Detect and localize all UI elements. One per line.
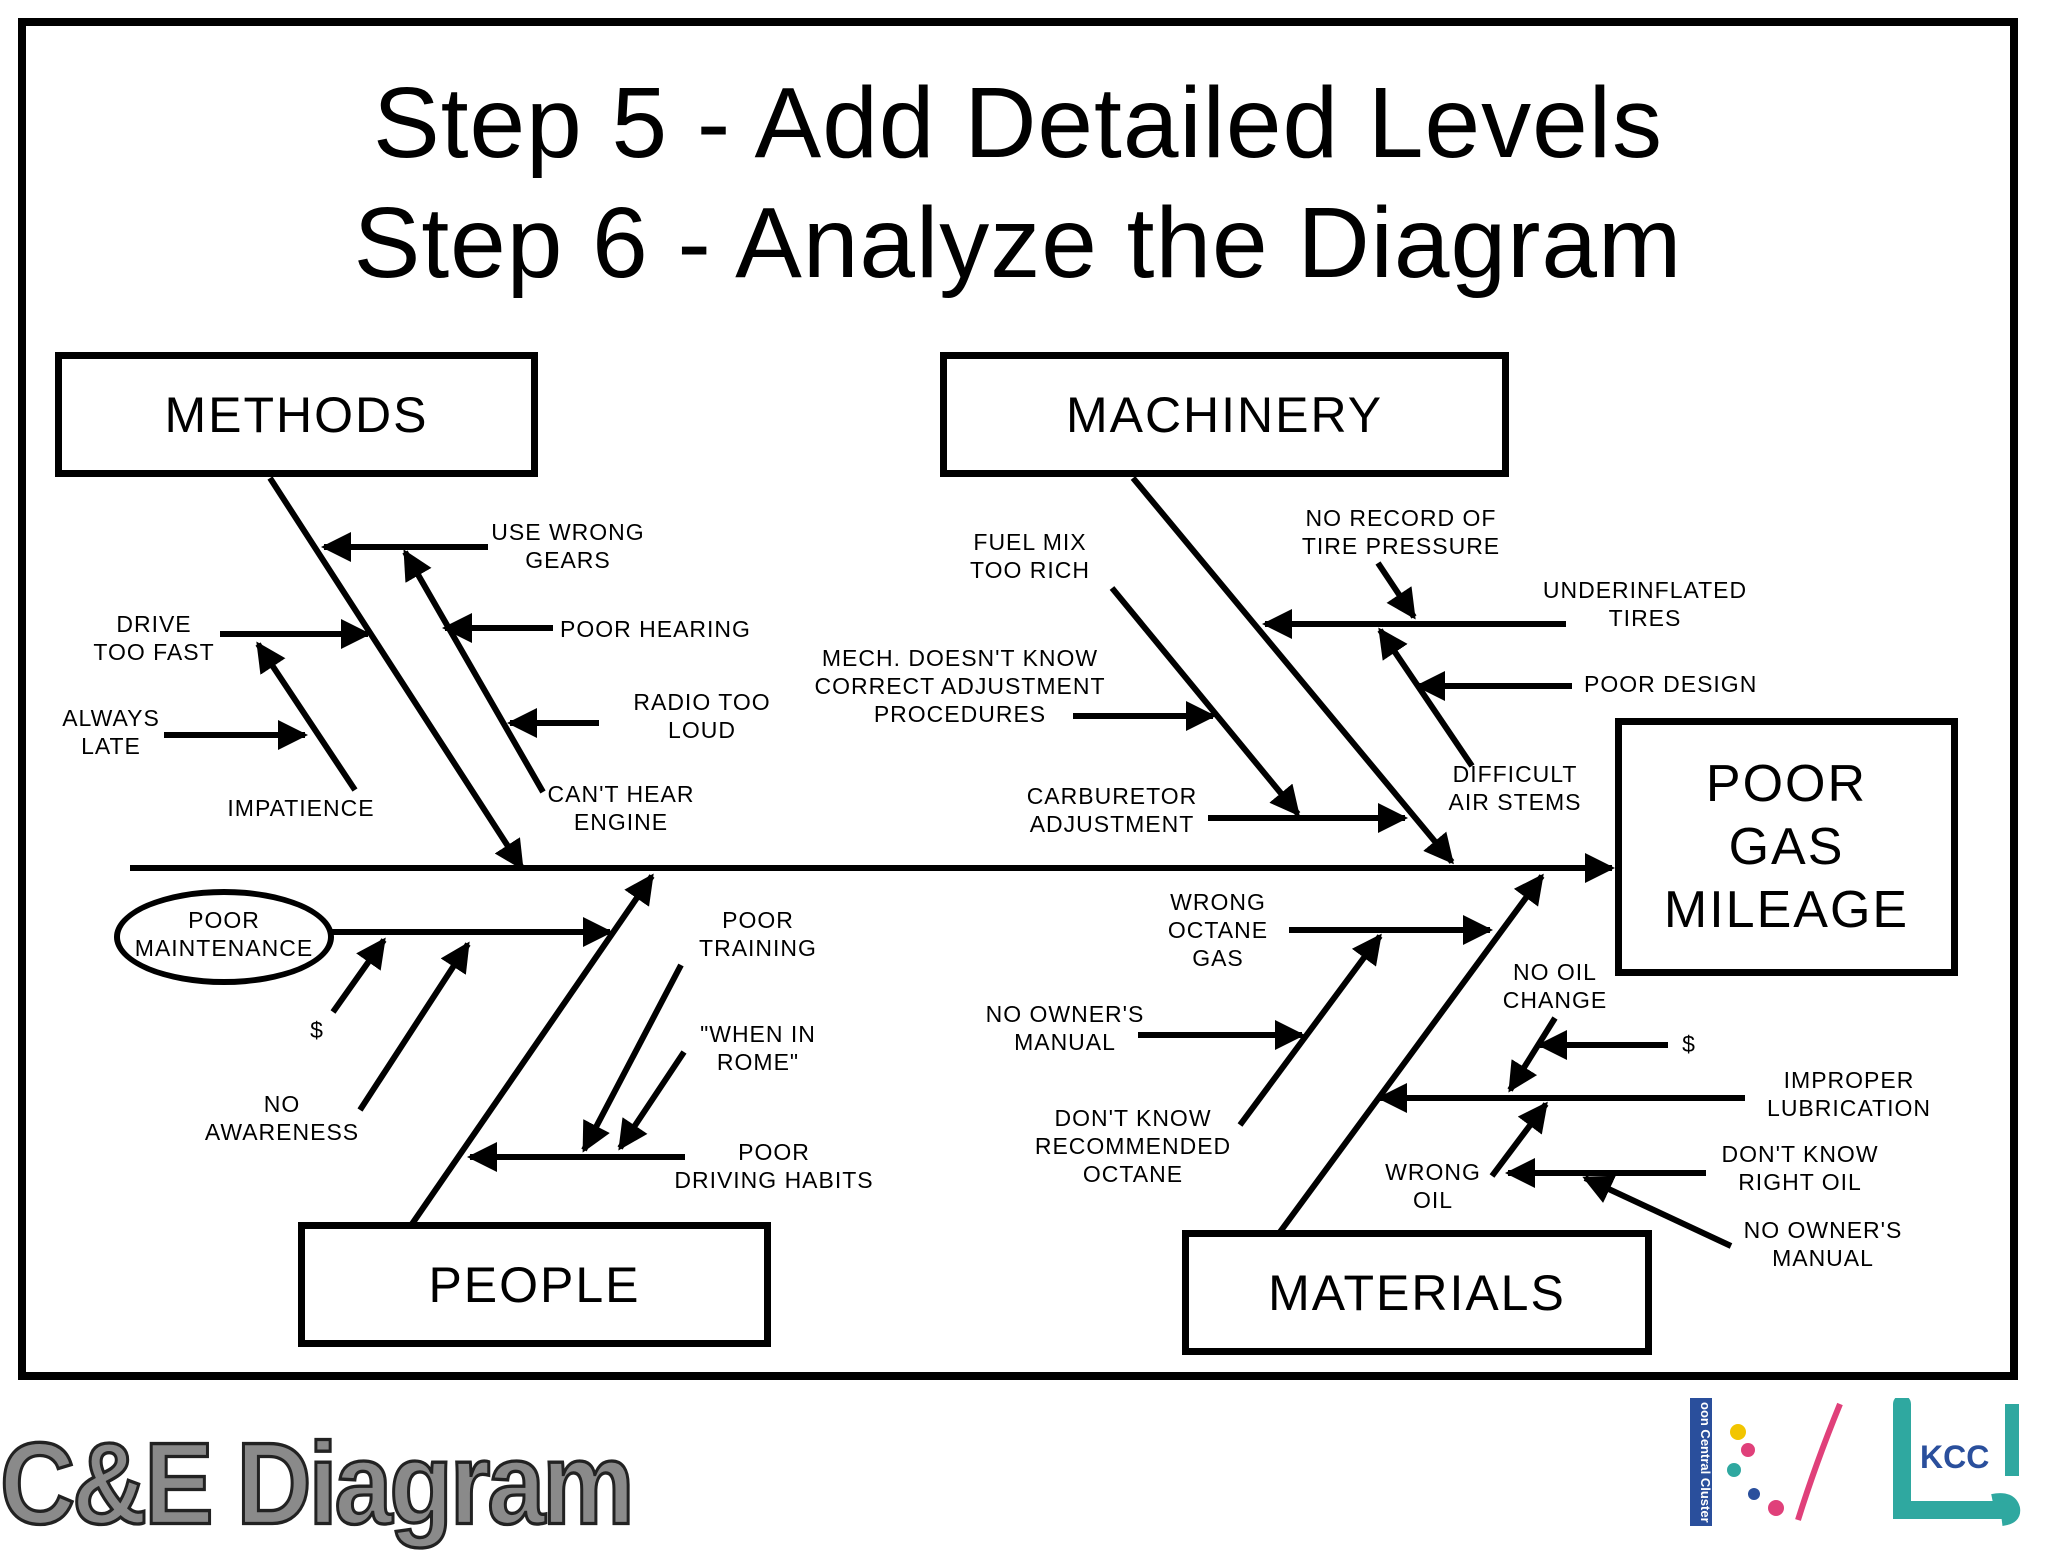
materials-bone [1277,873,1545,1234]
category-machinery: MACHINERY [940,352,1509,477]
footer-title: C&E Diagram [0,1417,636,1550]
dollar-arrow [330,937,387,1014]
slide-title-line-2: Step 6 - Analyze the Diagram [353,187,1683,299]
cause-dont-know-recommended: DON'T KNOW RECOMMENDED OCTANE [1034,1105,1232,1187]
cause-poor-design: POOR DESIGN [1584,671,1758,697]
cause-no-awareness: NO AWARENESS [204,1091,360,1145]
category-people-label: PEOPLE [428,1256,641,1313]
slide-frame [18,18,2018,1380]
cause-underinflated: UNDERINFLATED TIRES [1542,577,1748,631]
cause-wrong-oil: WRONG OIL [1385,1159,1481,1213]
poor-maintenance-highlight [114,889,334,985]
no-awareness-arrow [357,941,471,1112]
dont-know-recommended-bone [1237,933,1383,1127]
cause-poor-hearing: POOR HEARING [560,616,751,642]
cause-difficult-air-stems: DIFFICULT AIR STEMS [1448,761,1582,815]
cause-drive-too-fast: DRIVE TOO FAST [93,611,215,665]
cause-radio-too-loud: RADIO TOO LOUD [633,689,771,743]
kcc-logo: KCC [1892,1395,2032,1526]
slide-title-line-1: Step 5 - Add Detailed Levels [373,67,1663,179]
category-materials-label: MATERIALS [1268,1264,1566,1321]
cause-carburetor: CARBURETOR ADJUSTMENT [1026,783,1198,837]
cause-poor-maintenance: POOR MAINTENANCE [134,907,314,961]
cause-impatience: IMPATIENCE [227,795,375,821]
category-methods-label: METHODS [164,386,429,443]
cause-no-owners-manual-2: NO OWNER'S MANUAL [1743,1217,1903,1271]
cause-poor-driving-habits: POOR DRIVING HABITS [674,1139,874,1193]
cant-hear-engine-bone [402,549,546,794]
cause-wrong-octane-gas: WRONG OCTANE GAS [1167,889,1269,971]
effect-box: POOR GAS MILEAGE [1615,718,1958,976]
category-materials: MATERIALS [1182,1230,1652,1355]
no-oil-change-arrow [1507,1016,1558,1093]
category-machinery-label: MACHINERY [1065,386,1384,443]
difficult-air-stems-bone [1377,627,1475,768]
cause-dollar: $ [310,1017,324,1043]
effect-line-3: MILEAGE [1663,880,1910,939]
cause-improper-lubrication: IMPROPER LUBRICATION [1767,1067,1931,1121]
category-methods: METHODS [55,352,538,477]
people-bone [409,873,655,1226]
cause-materials-dollar: $ [1682,1031,1696,1057]
methods-bone [267,476,525,871]
effect-line-2: GAS [1728,817,1845,876]
cause-no-owners-manual: NO OWNER'S MANUAL [985,1001,1145,1055]
wrong-oil-bone [1489,1101,1549,1178]
cause-always-late: ALWAYS LATE [62,705,160,759]
machinery-bone [1130,476,1455,865]
kcc-logo-text: KCC [1920,1439,1989,1475]
cluster-logo-text: oon Central Cluster [1698,1402,1713,1523]
cause-use-wrong-gears: USE WRONG GEARS [491,519,645,573]
kcc-logo-icon: KCC [1893,1395,2021,1526]
cause-fuel-mix: FUEL MIX TOO RICH [969,529,1091,583]
cause-when-in-rome: "WHEN IN ROME" [700,1021,816,1075]
cause-no-record: NO RECORD OF TIRE PRESSURE [1301,505,1501,559]
cluster-logo-icon: oon Central Cluster [1690,1398,1870,1526]
cause-dont-know-right-oil: DON'T KNOW RIGHT OIL [1721,1141,1879,1195]
cause-poor-training: POOR TRAINING [699,907,817,961]
poor-training-arrow [581,963,684,1153]
cause-mech-doesnt-know: MECH. DOESN'T KNOW CORRECT ADJUSTMENT PR… [814,645,1106,727]
cause-no-oil-change: NO OIL CHANGE [1502,959,1608,1013]
impatience-bone [255,641,358,792]
no-owners-manual-2-arrow [1582,1175,1733,1249]
cause-cant-hear-engine: CAN'T HEAR ENGINE [547,781,695,835]
no-record-arrow [1375,561,1417,620]
category-people: PEOPLE [298,1222,771,1347]
effect-line-1: POOR [1705,754,1868,813]
cluster-logo: oon Central Cluster [1690,1398,1870,1526]
when-in-rome-arrow [617,1050,687,1151]
